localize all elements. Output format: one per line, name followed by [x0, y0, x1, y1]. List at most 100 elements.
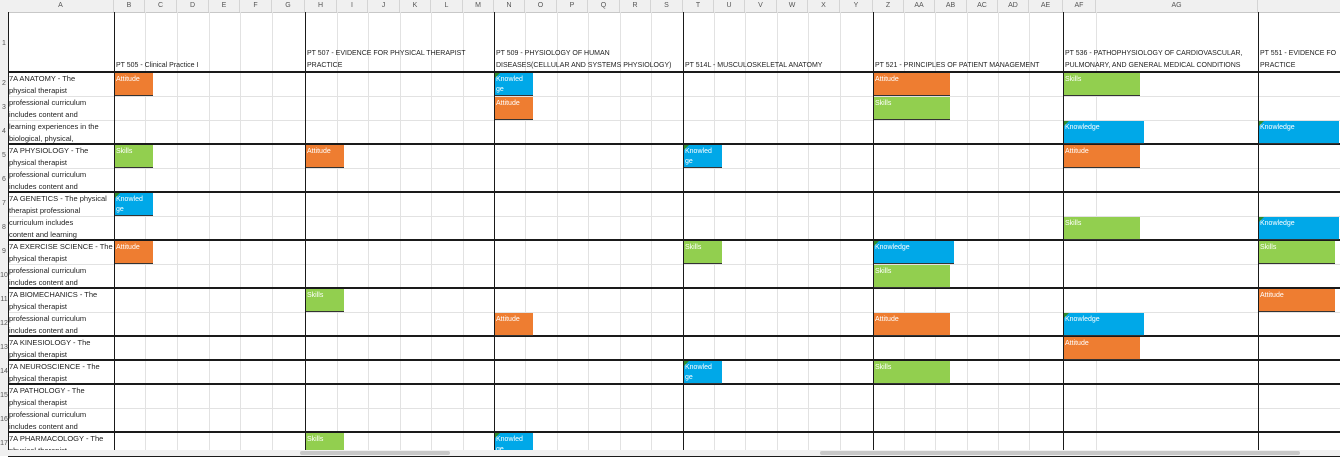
horizontal-scrollbar[interactable]	[0, 450, 1340, 456]
competency-tag-knowledge[interactable]: Knowledge	[1259, 121, 1339, 144]
competency-tag-attitude[interactable]: Attitude	[1064, 337, 1140, 360]
competency-tag-knowledge[interactable]: Knowled ge	[684, 361, 722, 384]
row-number[interactable]: 12	[0, 320, 8, 327]
course-header[interactable]: PT 509 - PHYSIOLOGY OF HUMAN	[496, 50, 610, 57]
competency-tag-knowledge[interactable]: Knowledge	[1064, 121, 1144, 144]
column-letter[interactable]: H	[305, 0, 337, 12]
column-letter[interactable]: I	[337, 0, 368, 12]
competency-tag-skills[interactable]: Skills	[306, 289, 344, 312]
course-header[interactable]: PRACTICE	[1260, 62, 1296, 69]
row-number[interactable]: 2	[2, 80, 6, 87]
competency-tag-attitude[interactable]: Attitude	[1064, 145, 1140, 168]
column-letter[interactable]: D	[177, 0, 209, 12]
column-letter[interactable]: AC	[967, 0, 998, 12]
competency-tag-skills[interactable]: Skills	[115, 145, 153, 168]
row-number[interactable]: 3	[2, 104, 6, 111]
competency-tag-skills[interactable]: Skills	[874, 97, 950, 120]
row-number[interactable]: 4	[2, 128, 6, 135]
column-letter[interactable]: S	[651, 0, 683, 12]
competency-tag-skills[interactable]: Skills	[874, 265, 950, 288]
row-number[interactable]: 13	[0, 344, 8, 351]
competency-tag-knowledge[interactable]: Knowledge	[874, 241, 954, 264]
competency-tag-skills[interactable]: Skills	[1064, 217, 1140, 240]
column-letter[interactable]: M	[463, 0, 494, 12]
competency-tag-attitude[interactable]: Attitude	[874, 313, 950, 336]
row-number[interactable]: 1	[2, 40, 6, 47]
standard-label[interactable]: 7A PHYSIOLOGY - The physical therapist p…	[9, 145, 117, 191]
column-letter[interactable]: Y	[840, 0, 873, 12]
row-number[interactable]: 7	[2, 200, 6, 207]
competency-tag-attitude[interactable]: Attitude	[495, 97, 533, 120]
competency-tag-knowledge[interactable]: Knowled ge	[115, 193, 153, 216]
column-letter[interactable]: AB	[935, 0, 967, 12]
standard-label[interactable]: 7A BIOMECHANICS - The physical therapist…	[9, 289, 117, 335]
standard-label[interactable]: 7A NEUROSCIENCE - The physical therapist	[9, 361, 117, 383]
competency-tag-attitude[interactable]: Attitude	[495, 313, 533, 336]
column-letter[interactable]: V	[745, 0, 777, 12]
course-header[interactable]: PRACTICE	[307, 62, 343, 69]
standard-label[interactable]: 7A PATHOLOGY - The physical therapist pr…	[9, 385, 117, 431]
column-letter[interactable]: A	[8, 0, 114, 12]
column-letter[interactable]: B	[114, 0, 145, 12]
row-number[interactable]: 9	[2, 248, 6, 255]
column-letter[interactable]: AA	[904, 0, 935, 12]
course-header[interactable]: PT 521 - PRINCIPLES OF PATIENT MANAGEMEN…	[875, 62, 1040, 69]
competency-tag-knowledge[interactable]: Knowledge	[1259, 217, 1339, 240]
column-letter[interactable]: Z	[873, 0, 904, 12]
column-letter[interactable]: E	[209, 0, 240, 12]
competency-tag-skills[interactable]: Skills	[1064, 73, 1140, 96]
standard-label[interactable]: 7A KINESIOLOGY - The physical therapist	[9, 337, 117, 359]
row-number[interactable]: 11	[0, 296, 8, 303]
column-letter[interactable]: AG	[1096, 0, 1258, 12]
course-header[interactable]: PT 551 - EVIDENCE FO	[1260, 50, 1337, 57]
spreadsheet-grid[interactable]: PT 505 - Clinical Practice I PT 507 - EVI…	[8, 12, 1340, 457]
competency-tag-attitude[interactable]: Attitude	[874, 73, 950, 96]
competency-tag-attitude[interactable]: Attitude	[115, 73, 153, 96]
competency-tag-attitude[interactable]: Attitude	[306, 145, 344, 168]
column-letter[interactable]: R	[620, 0, 651, 12]
competency-tag-attitude[interactable]: Attitude	[115, 241, 153, 264]
row-number[interactable]: 14	[0, 368, 8, 375]
course-header[interactable]: PT 507 - EVIDENCE FOR PHYSICAL THERAPIST	[307, 50, 466, 57]
row-number[interactable]: 15	[0, 392, 8, 399]
column-letter[interactable]: J	[368, 0, 400, 12]
course-header[interactable]: PULMONARY, AND GENERAL MEDICAL CONDITION…	[1065, 62, 1241, 69]
column-letter[interactable]: N	[494, 0, 525, 12]
column-letter[interactable]: Q	[588, 0, 620, 12]
course-header[interactable]: PT 505 - Clinical Practice I	[116, 62, 199, 69]
column-letter[interactable]: P	[557, 0, 588, 12]
competency-tag-skills[interactable]: Skills	[874, 361, 950, 384]
course-header[interactable]: PT 536 - PATHOPHYSIOLOGY OF CARDIOVASCUL…	[1065, 50, 1243, 57]
row-number[interactable]: 5	[2, 152, 6, 159]
column-letter[interactable]: F	[240, 0, 272, 12]
column-letter[interactable]: T	[683, 0, 714, 12]
course-header[interactable]: PT 514L - MUSCULOSKELETAL ANATOMY	[685, 62, 823, 69]
competency-tag-skills[interactable]: Skills	[684, 241, 722, 264]
column-letter[interactable]: AE	[1029, 0, 1063, 12]
column-letter[interactable]: C	[145, 0, 177, 12]
row-number[interactable]: 8	[2, 224, 6, 231]
column-letter[interactable]: X	[808, 0, 840, 12]
competency-tag-skills[interactable]: Skills	[1259, 241, 1335, 264]
row-number[interactable]: 6	[2, 176, 6, 183]
column-letter[interactable]: U	[714, 0, 745, 12]
standard-label[interactable]: 7A GENETICS - The physical therapist pro…	[9, 193, 117, 239]
column-letter[interactable]: L	[431, 0, 463, 12]
column-letter[interactable]: K	[400, 0, 431, 12]
scrollbar-thumb[interactable]	[300, 451, 450, 455]
competency-tag-attitude[interactable]: Attitude	[1259, 289, 1335, 312]
row-number[interactable]: 16	[0, 416, 8, 423]
column-letter[interactable]: AD	[998, 0, 1029, 12]
competency-tag-knowledge[interactable]: Knowledge	[1064, 313, 1144, 336]
column-letter[interactable]: AF	[1063, 0, 1096, 12]
column-letter[interactable]: W	[777, 0, 808, 12]
competency-tag-knowledge[interactable]: Knowled ge	[495, 73, 533, 96]
row-number[interactable]: 10	[0, 272, 8, 279]
standard-label[interactable]: 7A ANATOMY - The physical therapist prof…	[9, 73, 117, 143]
competency-tag-knowledge[interactable]: Knowled ge	[684, 145, 722, 168]
column-letter[interactable]: G	[272, 0, 305, 12]
course-header[interactable]: DISEASES(CELLULAR AND SYSTEMS PHYSIOLOGY…	[496, 62, 672, 69]
standard-label[interactable]: 7A EXERCISE SCIENCE - The physical thera…	[9, 241, 117, 287]
scrollbar-thumb[interactable]	[820, 451, 1300, 455]
column-letter[interactable]: O	[525, 0, 557, 12]
